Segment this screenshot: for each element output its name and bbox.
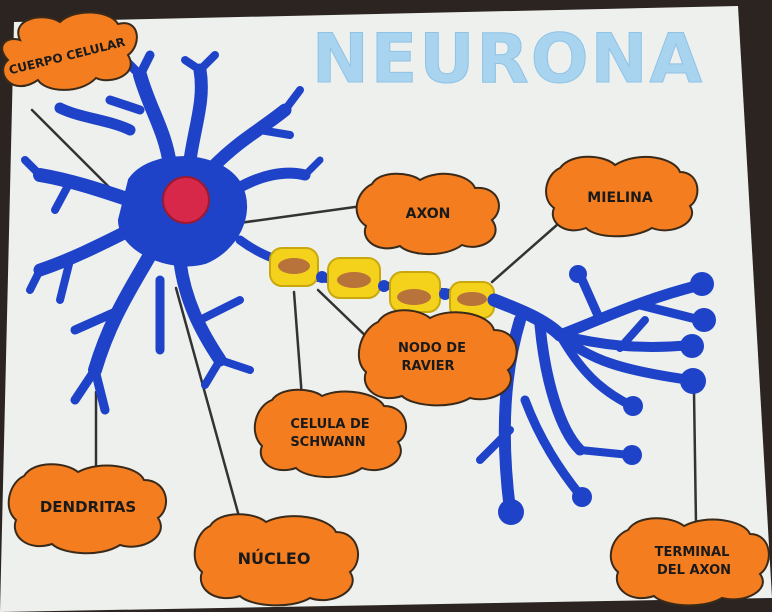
label-nodo-line2: RAVIER <box>402 359 455 374</box>
line-nucleo <box>174 286 242 522</box>
label-terminal-del-axon: TERMINAL DEL AXON <box>609 517 770 607</box>
label-mielina: MIELINA <box>545 155 699 238</box>
line-axon <box>230 204 364 226</box>
node-3 <box>439 288 451 300</box>
schwann-cell-3 <box>389 271 441 313</box>
label-nucleo-text: NÚCLEO <box>238 549 311 568</box>
terminal-buttons <box>498 265 716 525</box>
label-mielina-text: MIELINA <box>587 190 653 206</box>
label-nucleo: NÚCLEO <box>193 513 359 607</box>
poster-title: NEURONA <box>312 20 704 99</box>
label-celula-de-schwann: CELULA DE SCHWANN <box>253 388 407 479</box>
label-terminal-line1: TERMINAL <box>655 545 730 560</box>
label-axon: AXON <box>355 172 500 256</box>
label-dendritas-text: DENDRITAS <box>40 498 136 516</box>
label-nodo-de-ravier: NODO DE RAVIER <box>357 309 518 407</box>
axon-terminal <box>476 270 706 516</box>
label-terminal-line2: DEL AXON <box>657 563 731 578</box>
line-nodo-de-ravier <box>316 288 374 344</box>
line-terminal <box>692 390 698 526</box>
label-dendritas: DENDRITAS <box>7 463 167 555</box>
line-mielina <box>490 222 560 284</box>
schwann-cell-1 <box>269 247 319 287</box>
nucleus <box>162 176 210 224</box>
schwann-cell-2 <box>327 257 381 299</box>
node-1 <box>316 271 328 283</box>
label-nodo-line1: NODO DE <box>398 341 466 356</box>
label-axon-text: AXON <box>406 206 451 222</box>
schwann-cell-4 <box>449 281 495 319</box>
node-2 <box>378 280 390 292</box>
label-clouds: CUERPO CELULAR AXON MIELINA NODO DE RAVI… <box>1 11 770 607</box>
label-cuerpo-celular: CUERPO CELULAR <box>1 11 138 91</box>
label-schwann-line2: SCHWANN <box>290 435 365 450</box>
label-schwann-line1: CELULA DE <box>290 417 369 432</box>
myelinated-axon <box>269 247 496 319</box>
line-celula-schwann <box>292 290 304 400</box>
